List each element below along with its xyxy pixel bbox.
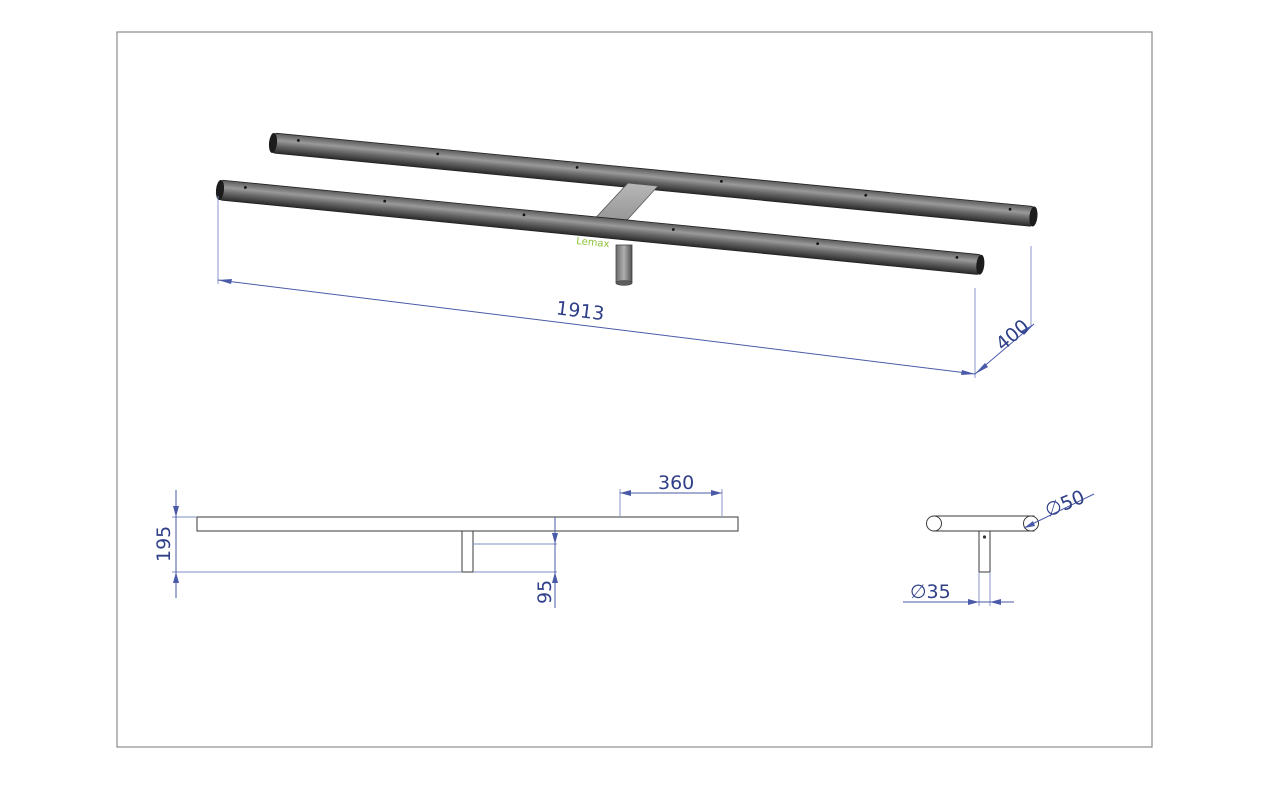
width-dimension-label: 400 <box>992 315 1034 355</box>
tube-diameter-leader <box>1023 493 1095 529</box>
tube-diameter-label: ∅50 <box>1042 486 1088 522</box>
offset-dimension-label: 360 <box>658 472 694 494</box>
brand-logo-mark: Lemax <box>576 236 610 250</box>
front-tube <box>215 179 985 275</box>
post-diameter-label: ∅35 <box>910 581 951 603</box>
side-view-left-tube <box>926 515 942 532</box>
post-dimension-label: 95 <box>534 580 556 604</box>
front-view-tube <box>196 516 739 532</box>
isometric-view: Lemax 1913 400 <box>215 132 1038 378</box>
length-dimension-label: 1913 <box>555 297 606 325</box>
height-dimension-label: 195 <box>153 526 175 562</box>
drawing-frame <box>116 31 1153 748</box>
side-view: ∅50 ∅35 <box>903 486 1095 606</box>
center-post <box>615 244 633 284</box>
back-tube <box>268 132 1038 227</box>
side-view-bar <box>933 515 1035 532</box>
front-view: 195 360 95 <box>153 472 739 608</box>
side-view-post <box>978 530 991 573</box>
length-dimension-line <box>217 279 976 375</box>
front-view-post <box>461 530 474 573</box>
